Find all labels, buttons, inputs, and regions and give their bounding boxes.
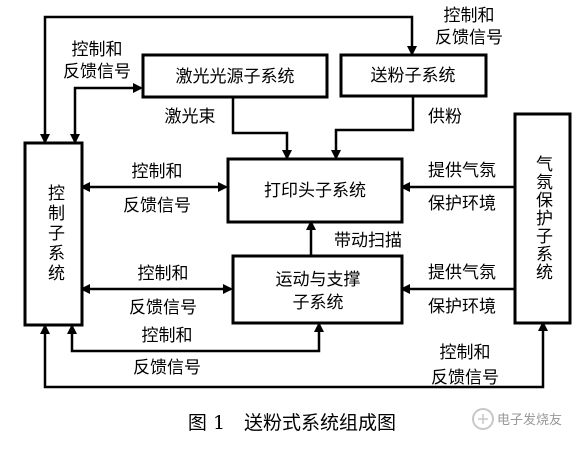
laser-subsystem-box [141, 53, 329, 99]
label-gas-motion-1: 提供气氛 [428, 263, 496, 283]
label-ctrl-motion-2: 反馈信号 [129, 298, 197, 318]
label-top-right-2: 反馈信号 [435, 28, 503, 48]
label-gas-print-2: 保护环境 [428, 194, 496, 214]
watermark-logo [472, 408, 494, 430]
printhead-subsystem-box [226, 157, 404, 224]
label-ctrl-print-1: 控制和 [132, 162, 183, 182]
label-powder-feed: 供粉 [428, 107, 462, 127]
gas-subsystem-box [513, 112, 572, 325]
label-bottom-outer-2: 反馈信号 [431, 368, 499, 388]
gas-subsystem-label: 气氛保护子系统 [532, 155, 553, 281]
label-bottom-inner-1: 控制和 [142, 326, 193, 346]
label-bottom-outer-1: 控制和 [440, 343, 491, 363]
label-top-left-2: 反馈信号 [63, 62, 131, 82]
powder-subsystem-box [339, 53, 488, 98]
edge-powder-printhead [331, 96, 415, 160]
edge-laser-printhead [231, 98, 292, 160]
label-gas-print-1: 提供气氛 [428, 161, 496, 181]
motion-subsystem-label-line2: 子系统 [293, 293, 344, 313]
control-subsystem-label: 控制子系统 [44, 184, 65, 284]
label-bottom-inner-2: 反馈信号 [133, 358, 201, 378]
control-subsystem-box [23, 141, 84, 327]
edge-control-gas-bottom [40, 321, 548, 389]
printhead-subsystem-label: 打印头子系统 [264, 181, 366, 201]
label-laser-beam: 激光束 [165, 107, 216, 127]
label-top-left-1: 控制和 [72, 40, 123, 60]
powder-subsystem-label: 送粉子系统 [371, 66, 456, 86]
figure-caption: 图 1 送粉式系统组成图 [188, 412, 396, 434]
motion-subsystem-label-line1: 运动与支撑 [276, 270, 361, 290]
label-ctrl-motion-1: 控制和 [138, 264, 189, 284]
edge-control-powder [40, 15, 417, 144]
motion-subsystem-box [231, 254, 404, 325]
laser-subsystem-label: 激光光源子系统 [176, 67, 295, 87]
label-gas-motion-2: 保护环境 [428, 297, 496, 317]
watermark-text: 电子发烧友 [497, 412, 562, 428]
label-motion-scan: 带动扫描 [334, 231, 402, 251]
label-ctrl-print-2: 反馈信号 [123, 196, 191, 216]
edge-control-motion-bottom [67, 322, 324, 353]
edge-control-laser [70, 83, 143, 144]
label-top-right-1: 控制和 [444, 6, 495, 26]
